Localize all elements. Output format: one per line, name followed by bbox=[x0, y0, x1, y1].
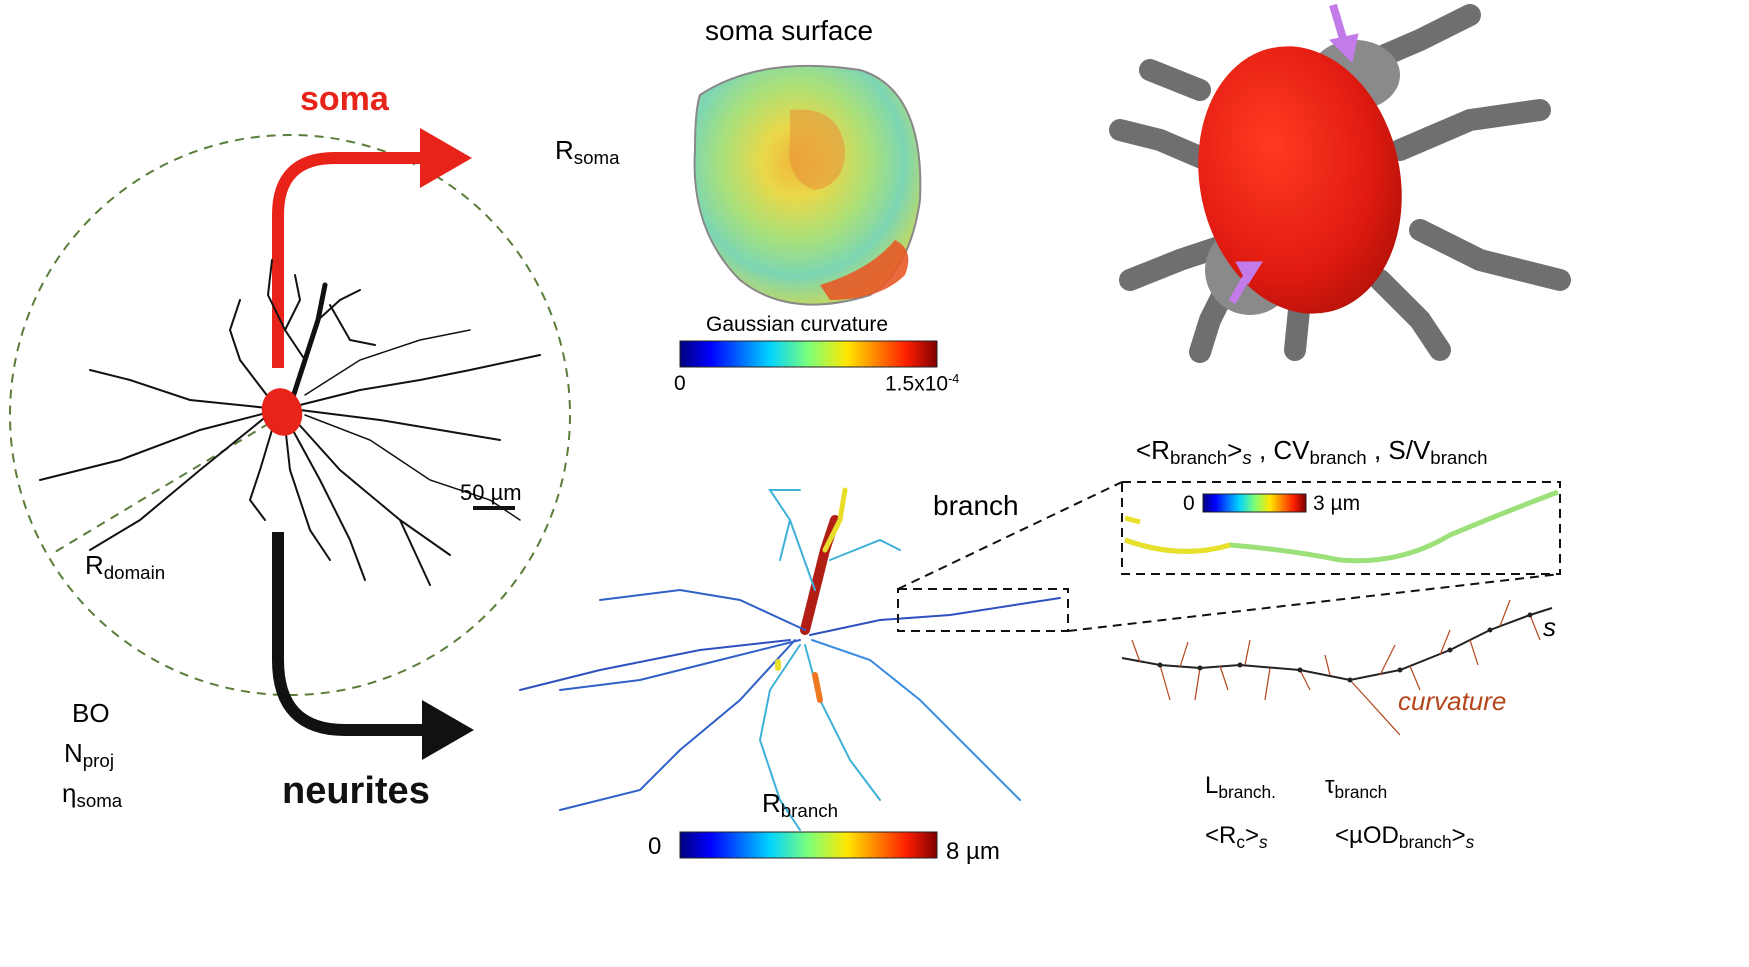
zoom-line-bottom bbox=[1067, 573, 1561, 632]
metric-r-sub: branch bbox=[1169, 447, 1228, 469]
neuron-tracing bbox=[39, 259, 541, 586]
r-branch-label: Rbranch bbox=[762, 788, 838, 822]
muod-close: > bbox=[1451, 822, 1466, 849]
soma-arrow bbox=[272, 152, 425, 368]
scale-bar-label: 50 µm bbox=[460, 480, 522, 505]
curvature-label: curvature bbox=[1398, 686, 1507, 716]
n-proj-label: Nproj bbox=[64, 738, 114, 772]
inset-bar-min: 0 bbox=[1183, 492, 1195, 515]
rc-sub: c bbox=[1236, 831, 1245, 852]
rc-s: s bbox=[1259, 831, 1268, 852]
eta-soma-label: ηsoma bbox=[62, 778, 122, 812]
gaussian-max-exp: -4 bbox=[948, 372, 960, 386]
branch-colored-neuron bbox=[519, 487, 1061, 831]
gaussian-max-base: 1.5x10 bbox=[885, 372, 949, 396]
s-label: s bbox=[1543, 612, 1556, 642]
metric-r-close: > bbox=[1227, 435, 1243, 465]
inset-branch-yellow bbox=[1124, 537, 1231, 554]
r-branch-sub: branch bbox=[780, 800, 838, 822]
r-domain-sub: domain bbox=[103, 562, 166, 584]
soma-red bbox=[261, 388, 303, 436]
eta-soma-base: η bbox=[62, 778, 77, 808]
l-branch-label: Lbranch. bbox=[1205, 772, 1276, 803]
branch-label: branch bbox=[933, 490, 1019, 521]
r-branch-base: R bbox=[762, 788, 781, 818]
metrics-header: <Rbranch>s , CVbranch , S/Vbranch bbox=[1136, 435, 1487, 469]
metric-cv-sub: branch bbox=[1309, 447, 1367, 469]
tau-branch-label: τbranch bbox=[1325, 772, 1387, 803]
muod-s: s bbox=[1465, 831, 1475, 852]
zoom-box-large bbox=[1121, 481, 1561, 575]
tau-branch-sub: branch bbox=[1334, 781, 1388, 802]
branch-colorbar bbox=[679, 831, 938, 859]
neurites-arrowhead bbox=[422, 700, 474, 760]
n-proj-base: N bbox=[64, 738, 83, 768]
inset-branch-segment bbox=[1124, 515, 1141, 525]
rc-open: <R bbox=[1205, 822, 1237, 849]
metric-r-s: s bbox=[1242, 447, 1252, 469]
n-proj-sub: proj bbox=[82, 750, 114, 772]
soma-arrowhead bbox=[420, 128, 472, 188]
neurites-label: neurites bbox=[282, 770, 430, 812]
r-soma-sub: soma bbox=[573, 147, 620, 169]
r-domain-base: R bbox=[85, 550, 104, 580]
soma-label: soma bbox=[300, 80, 389, 118]
metric-sv-sub: branch bbox=[1430, 447, 1488, 469]
metric-r-open: <R bbox=[1136, 435, 1170, 465]
bo-label: BO bbox=[72, 698, 110, 728]
soma-surface-warm bbox=[789, 109, 845, 190]
curvature-vectors bbox=[1131, 599, 1541, 736]
rc-label: <Rc>s bbox=[1205, 822, 1268, 853]
zoom-line-top bbox=[897, 481, 1123, 590]
neurites-arrow bbox=[272, 532, 428, 736]
eta-soma-sub: soma bbox=[76, 790, 123, 812]
purple-arrows bbox=[1228, 3, 1359, 305]
r-domain-label: Rdomain bbox=[85, 550, 165, 584]
soma-surface-title: soma surface bbox=[705, 15, 874, 46]
inset-bar-max: 3 µm bbox=[1313, 492, 1361, 515]
branch-bar-max: 8 µm bbox=[946, 838, 1000, 865]
curvature-trace bbox=[1121, 607, 1553, 682]
soma-3d-red bbox=[1198, 46, 1402, 314]
soma-surface-hot bbox=[820, 240, 909, 300]
gaussian-colorbar bbox=[679, 340, 938, 368]
l-branch-sub: branch. bbox=[1218, 781, 1276, 802]
gaussian-max: 1.5x10-4 bbox=[885, 372, 959, 397]
branch-bar-min: 0 bbox=[648, 833, 662, 860]
r-domain-line bbox=[49, 414, 284, 556]
gaussian-min: 0 bbox=[674, 372, 686, 395]
r-soma-base: R bbox=[555, 135, 574, 165]
inset-colorbar bbox=[1202, 493, 1307, 513]
metric-sv-base: , S/V bbox=[1373, 435, 1431, 465]
muod-open: <µOD bbox=[1335, 822, 1399, 849]
r-soma-label: Rsoma bbox=[555, 135, 620, 169]
curvature-nodes bbox=[1157, 612, 1533, 683]
metric-cv-base: , CV bbox=[1258, 435, 1310, 465]
gaussian-title: Gaussian curvature bbox=[706, 313, 889, 336]
tau-branch-base: τ bbox=[1325, 772, 1335, 799]
rc-close: > bbox=[1245, 822, 1260, 849]
l-branch-base: L bbox=[1205, 772, 1219, 799]
muod-label: <µODbranch>s bbox=[1335, 822, 1474, 853]
muod-sub: branch bbox=[1398, 831, 1452, 852]
